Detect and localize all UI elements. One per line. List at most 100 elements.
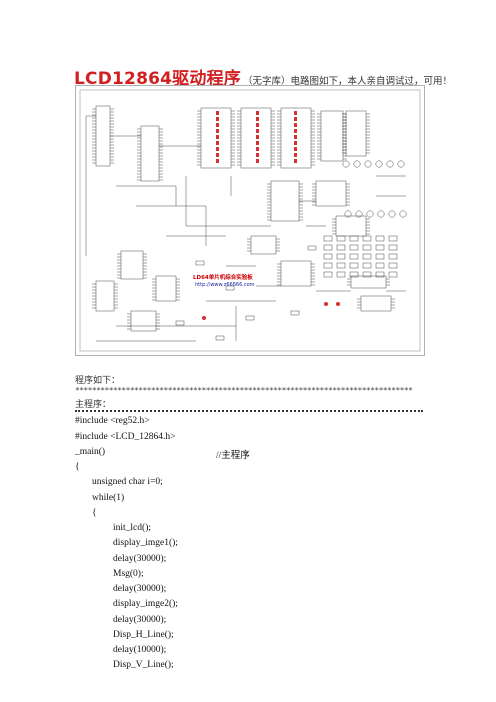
schematic-url-label: http://www.z66666.com xyxy=(195,282,255,288)
schematic-part xyxy=(256,111,259,115)
code-line: #include <LCD_12864.h> xyxy=(75,432,176,442)
code-line: Msg(0); xyxy=(113,569,144,579)
schematic-part xyxy=(349,253,359,260)
code-line: _main() xyxy=(75,447,106,457)
schematic-part xyxy=(388,262,398,269)
schematic-part xyxy=(216,129,219,133)
schematic-part xyxy=(256,153,259,157)
schematic-part xyxy=(344,210,352,218)
schematic-part xyxy=(294,129,297,133)
schematic-part xyxy=(335,215,367,237)
schematic-part xyxy=(388,253,398,260)
schematic-part xyxy=(256,147,259,151)
schematic-part xyxy=(294,135,297,139)
schematic-part xyxy=(216,153,219,157)
schematic-part xyxy=(336,262,346,269)
schematic-part xyxy=(375,244,385,251)
schematic-part xyxy=(366,210,374,218)
schematic-part xyxy=(175,320,185,326)
schematic-part xyxy=(323,235,333,242)
schematic-part xyxy=(320,110,344,162)
schematic-drawing xyxy=(79,89,421,352)
schematic-part xyxy=(245,315,255,321)
schematic-part xyxy=(294,141,297,145)
schematic-part xyxy=(336,244,346,251)
schematic-part xyxy=(256,123,259,127)
schematic-part xyxy=(280,260,312,287)
code-line: { xyxy=(75,462,80,472)
schematic-part xyxy=(216,123,219,127)
schematic-part xyxy=(349,262,359,269)
schematic-part xyxy=(195,260,205,266)
schematic-part xyxy=(336,271,346,278)
code-line: Disp_H_Line(); xyxy=(113,630,174,640)
schematic-part xyxy=(349,271,359,278)
circuit-schematic-figure: LD64单片机综合实验板 http://www.z66666.com xyxy=(75,85,425,356)
schematic-part xyxy=(360,295,392,312)
schematic-part xyxy=(216,159,219,163)
code-line: delay(30000); xyxy=(113,584,167,594)
asterisk-separator: ****************************************… xyxy=(75,386,413,395)
intro-label: 程序如下： xyxy=(75,376,121,386)
title-main: LCD12864驱动程序 xyxy=(74,69,241,89)
schematic-part xyxy=(375,253,385,260)
schematic-board-label: LD64单片机综合实验板 xyxy=(193,275,253,281)
code-line: display_imge1(); xyxy=(113,538,178,548)
schematic-part xyxy=(270,180,300,222)
code-line: delay(10000); xyxy=(113,645,167,655)
schematic-part xyxy=(256,141,259,145)
schematic-part xyxy=(140,125,160,182)
code-line: while(1) xyxy=(92,493,125,503)
schematic-part xyxy=(349,244,359,251)
code-line: display_imge2(); xyxy=(113,599,178,609)
code-line: Disp_V_Line(); xyxy=(113,660,174,670)
schematic-part xyxy=(375,271,385,278)
schematic-part xyxy=(250,235,277,255)
code-comment: //主程序 xyxy=(216,451,250,461)
schematic-part xyxy=(95,105,111,167)
schematic-part xyxy=(216,147,219,151)
schematic-part xyxy=(362,271,372,278)
schematic-part xyxy=(349,235,359,242)
schematic-part xyxy=(375,160,383,168)
code-line: #include <reg52.h> xyxy=(75,416,150,426)
schematic-part xyxy=(336,235,346,242)
schematic-part xyxy=(307,245,317,251)
schematic-part xyxy=(388,210,396,218)
schematic-part xyxy=(216,117,219,121)
document-title: LCD12864驱动程序（无字库）电路图如下，本人亲自调试过，可用！ xyxy=(74,64,452,89)
schematic-part xyxy=(336,302,340,306)
schematic-part xyxy=(375,235,385,242)
schematic-part xyxy=(294,153,297,157)
schematic-part xyxy=(345,110,367,157)
schematic-part xyxy=(375,262,385,269)
schematic-part xyxy=(130,310,157,332)
schematic-part xyxy=(324,302,328,306)
schematic-part xyxy=(294,111,297,115)
schematic-part xyxy=(353,160,361,168)
schematic-part xyxy=(256,135,259,139)
schematic-part xyxy=(120,250,144,280)
schematic-part xyxy=(362,262,372,269)
schematic-part xyxy=(355,210,363,218)
code-line: init_lcd(); xyxy=(113,523,151,533)
schematic-part xyxy=(256,117,259,121)
schematic-part xyxy=(294,159,297,163)
schematic-part xyxy=(294,123,297,127)
dotted-divider xyxy=(75,410,423,412)
title-subtitle: （无字库）电路图如下，本人亲自调试过，可用！ xyxy=(242,76,452,87)
schematic-part xyxy=(323,262,333,269)
schematic-part xyxy=(350,275,387,289)
schematic-part xyxy=(216,111,219,115)
schematic-part xyxy=(155,275,177,302)
schematic-part xyxy=(294,147,297,151)
schematic-part xyxy=(388,244,398,251)
schematic-part xyxy=(216,135,219,139)
schematic-part xyxy=(323,271,333,278)
schematic-part xyxy=(225,285,235,291)
schematic-part xyxy=(336,253,346,260)
schematic-part xyxy=(323,253,333,260)
schematic-part xyxy=(216,141,219,145)
schematic-part xyxy=(362,235,372,242)
